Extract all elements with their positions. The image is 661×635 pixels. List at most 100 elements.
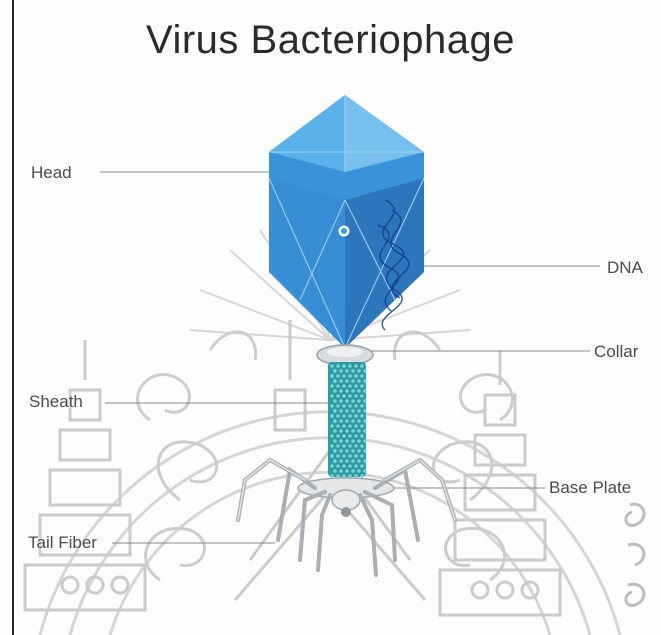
sheath-bead xyxy=(351,419,355,423)
sheath-bead xyxy=(363,419,367,423)
sheath-bead xyxy=(363,369,367,373)
sheath-bead xyxy=(333,399,337,403)
sheath-bead xyxy=(360,384,364,388)
sheath-bead xyxy=(351,369,355,373)
capsid-head xyxy=(269,95,424,348)
sheath-bead xyxy=(363,439,367,443)
sheath-bead xyxy=(351,459,355,463)
sheath-bead xyxy=(351,389,355,393)
sheath-bead xyxy=(333,389,337,393)
sheath-bead xyxy=(339,429,343,433)
sheath-bead xyxy=(330,464,334,468)
sheath-bead xyxy=(333,449,337,453)
sheath-bead xyxy=(330,364,334,368)
label-tail-fiber: Tail Fiber xyxy=(28,533,97,553)
sheath-bead xyxy=(345,469,349,473)
sheath-bead xyxy=(330,394,334,398)
sheath-bead xyxy=(360,474,364,478)
sheath-bead xyxy=(354,414,358,418)
sheath-bead xyxy=(339,379,343,383)
sheath-bead xyxy=(333,459,337,463)
sheath-bead xyxy=(363,469,367,473)
sheath-bead xyxy=(333,369,337,373)
sheath-bead xyxy=(339,439,343,443)
sheath-bead xyxy=(354,384,358,388)
sheath-bead xyxy=(363,399,367,403)
sheath-bead xyxy=(360,404,364,408)
sheath-bead xyxy=(354,374,358,378)
sheath-bead xyxy=(345,429,349,433)
sheath-bead xyxy=(342,454,346,458)
sheath-bead xyxy=(348,384,352,388)
sheath-bead xyxy=(360,444,364,448)
sheath-bead xyxy=(348,464,352,468)
sheath-bead xyxy=(336,374,340,378)
sheath-bead xyxy=(336,404,340,408)
sheath-bead xyxy=(333,419,337,423)
sheath-bead xyxy=(342,444,346,448)
sheath-bead xyxy=(345,459,349,463)
sheath-bead xyxy=(351,379,355,383)
sheath-bead xyxy=(330,444,334,448)
sheath-bead xyxy=(330,374,334,378)
sheath-bead xyxy=(345,389,349,393)
sheath-bead xyxy=(345,369,349,373)
sheath-bead xyxy=(348,404,352,408)
sheath-bead xyxy=(357,399,361,403)
sheath-bead xyxy=(363,459,367,463)
diagram-title: Virus Bacteriophage xyxy=(0,18,661,63)
sheath-bead xyxy=(342,424,346,428)
sheath-bead xyxy=(363,389,367,393)
sheath-bead xyxy=(339,369,343,373)
sheath-bead xyxy=(351,449,355,453)
sheath-bead xyxy=(330,474,334,478)
sheath-bead xyxy=(339,419,343,423)
sheath-bead xyxy=(348,454,352,458)
sheath-bead xyxy=(345,419,349,423)
sheath-bead xyxy=(336,464,340,468)
sheath-bead xyxy=(360,424,364,428)
sheath-bead xyxy=(336,474,340,478)
sheath-bead xyxy=(351,409,355,413)
sheath-bead xyxy=(336,434,340,438)
sheath-bead xyxy=(336,424,340,428)
sheath-bead xyxy=(357,409,361,413)
sheath-bead xyxy=(339,469,343,473)
sheath-bead xyxy=(348,364,352,368)
sheath-bead xyxy=(360,374,364,378)
sheath-bead xyxy=(351,469,355,473)
sheath-bead xyxy=(330,434,334,438)
sheath-bead xyxy=(330,414,334,418)
sheath-bead xyxy=(360,434,364,438)
sheath-bead xyxy=(351,399,355,403)
sheath-bead xyxy=(339,409,343,413)
sheath-bead xyxy=(360,394,364,398)
sheath-bead xyxy=(357,439,361,443)
sheath-bead xyxy=(348,434,352,438)
sheath-bead xyxy=(342,414,346,418)
sheath-bead xyxy=(330,384,334,388)
sheath-bead xyxy=(354,394,358,398)
sheath-bead xyxy=(330,424,334,428)
sheath-bead xyxy=(357,469,361,473)
sheath-bead xyxy=(345,379,349,383)
sheath-bead xyxy=(363,379,367,383)
sheath-bead xyxy=(360,364,364,368)
sheath-bead xyxy=(336,444,340,448)
sheath-bead xyxy=(354,454,358,458)
sheath-bead xyxy=(330,404,334,408)
sheath-bead xyxy=(333,409,337,413)
sheath-bead xyxy=(339,399,343,403)
tail-sheath xyxy=(328,362,367,478)
sheath-bead xyxy=(330,454,334,458)
sheath-bead xyxy=(342,394,346,398)
sheath-bead xyxy=(363,429,367,433)
sheath-bead xyxy=(357,449,361,453)
sheath-bead xyxy=(345,399,349,403)
sheath-bead xyxy=(357,389,361,393)
sheath-bead xyxy=(345,439,349,443)
sheath-bead xyxy=(363,449,367,453)
sheath-bead xyxy=(339,449,343,453)
